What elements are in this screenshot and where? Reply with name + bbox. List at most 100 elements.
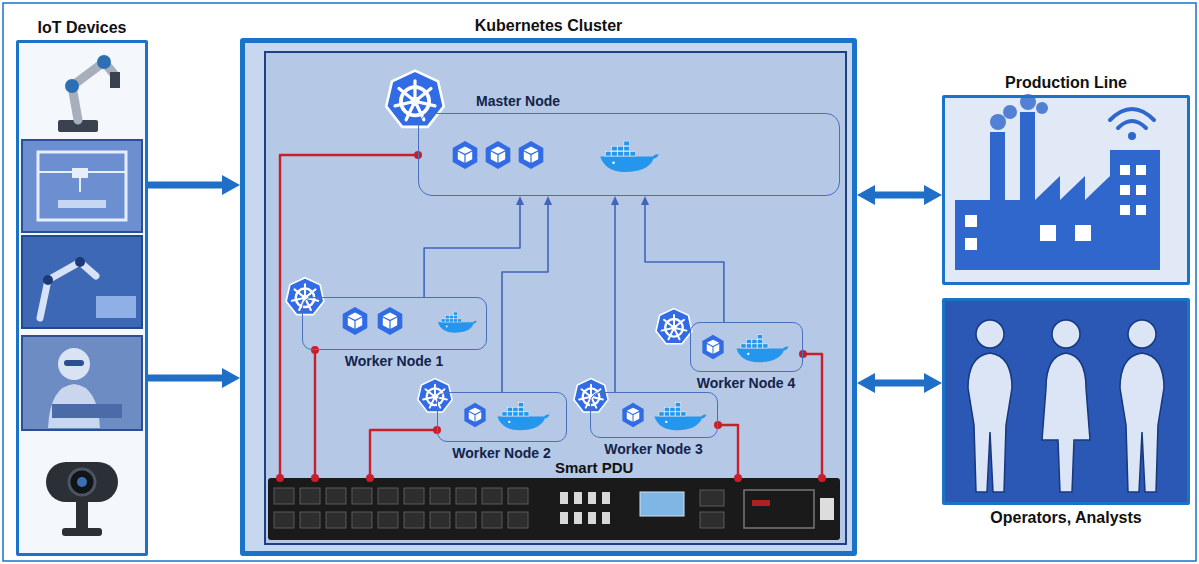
robotic-line-icon: [96, 296, 136, 318]
pdu-illustration: [602, 512, 610, 524]
factory-illustration: [1136, 185, 1146, 195]
cluster-panel: Kubernetes ClusterMaster NodeWorker Node…: [240, 38, 857, 556]
node-link-arrow: [645, 205, 724, 322]
factory-illustration: [1120, 205, 1130, 215]
factory-illustration: [1040, 225, 1056, 241]
robotic-line-icon: [22, 236, 142, 328]
kubernetes-icon: [386, 71, 444, 127]
humanoid-robot-icon: [52, 404, 122, 418]
docker-icon: [600, 141, 659, 172]
pdu-illustration: [700, 490, 724, 506]
pod-icon: [453, 141, 544, 169]
wire-dot: [734, 474, 742, 482]
pod-icon: [519, 141, 544, 169]
docker-icon: [736, 335, 788, 362]
printer-icon: [22, 140, 142, 232]
factory-illustration: [1003, 105, 1017, 119]
pdu-illustration: [268, 478, 840, 540]
pdu-illustration: [378, 512, 398, 528]
data-flow-arrow: [875, 380, 924, 387]
pod-icon: [486, 141, 511, 169]
factory-illustration: [1110, 109, 1154, 128]
robot-arm-icon: [97, 55, 111, 69]
docker-icon: [497, 403, 549, 430]
pdu-illustration: [482, 488, 502, 504]
printer-icon: [72, 168, 88, 178]
pdu-illustration: [430, 488, 450, 504]
pdu-illustration: [640, 492, 684, 516]
pdu-illustration: [560, 492, 568, 504]
docker-icon: [736, 335, 788, 362]
factory-illustration: [1075, 225, 1091, 241]
pdu-illustration: [300, 512, 320, 528]
robotic-line-icon: [22, 236, 142, 328]
node-link-arrow: [424, 205, 520, 297]
webcam-icon: [62, 528, 102, 536]
pdu-illustration: [352, 488, 372, 504]
wire-dot: [714, 421, 722, 429]
printer-icon: [79, 178, 81, 192]
factory-illustration: [945, 98, 1187, 282]
pdu-illustration: [274, 488, 724, 528]
printer-icon: [38, 152, 126, 220]
pdu-illustration: [404, 512, 424, 528]
wire-dot: [311, 346, 319, 354]
data-flow-arrow: [875, 192, 924, 199]
factory-illustration: [1110, 109, 1154, 120]
pdu-illustration: [274, 512, 294, 528]
worker-node-box: Worker Node 2: [437, 392, 567, 442]
docker-icon: [438, 312, 477, 333]
humanoid-robot-icon: [22, 336, 142, 430]
robot-arm-icon: [65, 79, 79, 93]
wire-dot: [799, 350, 807, 358]
factory-illustration: [1136, 205, 1146, 215]
node-link-arrow: [614, 205, 616, 392]
pdu-illustration: [700, 512, 724, 528]
operators-illustration: [976, 320, 1004, 348]
pdu-illustration: [326, 512, 346, 528]
pdu-illustration: [456, 512, 476, 528]
kubernetes-icon: [418, 379, 452, 412]
docker-icon: [438, 312, 477, 333]
humanoid-robot-icon: [64, 360, 84, 366]
power-wire: [314, 350, 316, 478]
kubernetes-icon: [574, 379, 608, 412]
docker-icon: [654, 403, 706, 430]
operators-illustration: [1120, 353, 1164, 492]
webcam-icon: [77, 477, 87, 487]
page-frame: [3, 3, 1196, 561]
iot-panel: IoT Devices: [16, 40, 148, 556]
kubernetes-icon: [656, 309, 692, 344]
pdu-illustration: [560, 492, 610, 524]
data-flow-arrow: [148, 375, 222, 382]
pdu-illustration: [588, 492, 596, 504]
pdu-illustration: [588, 512, 596, 524]
production-panel: Production Line: [942, 95, 1190, 285]
cluster-ground: [265, 52, 846, 544]
node-label: Worker Node 2: [452, 445, 551, 462]
robotic-line-icon: [43, 275, 53, 285]
worker-node-box: Worker Node 4: [690, 322, 803, 372]
node-title: IoT Devices: [38, 18, 127, 37]
pdu-illustration: [752, 500, 770, 506]
humanoid-robot-icon: [22, 336, 142, 430]
operators-illustration: [968, 353, 1012, 492]
cluster-ground: [242, 40, 855, 554]
iot-panel-ground: [19, 43, 145, 553]
pod-icon: [464, 403, 485, 427]
pdu-illustration: [744, 490, 814, 528]
pdu-illustration: [404, 488, 424, 504]
wire-dot: [366, 474, 374, 482]
kubernetes-icon: [418, 379, 452, 412]
factory-illustration: [945, 94, 1187, 282]
kubernetes-icon: [574, 379, 608, 412]
printer-icon: [22, 140, 142, 232]
worker-node-box: Worker Node 1: [302, 297, 487, 350]
robot-arm-icon: [110, 72, 120, 88]
webcam-icon: [69, 469, 95, 495]
pod-icon: [622, 403, 643, 427]
node-label: Worker Node 3: [604, 441, 703, 458]
power-wire: [803, 354, 822, 478]
pdu-illustration: [430, 512, 450, 528]
webcam-icon: [46, 462, 118, 502]
